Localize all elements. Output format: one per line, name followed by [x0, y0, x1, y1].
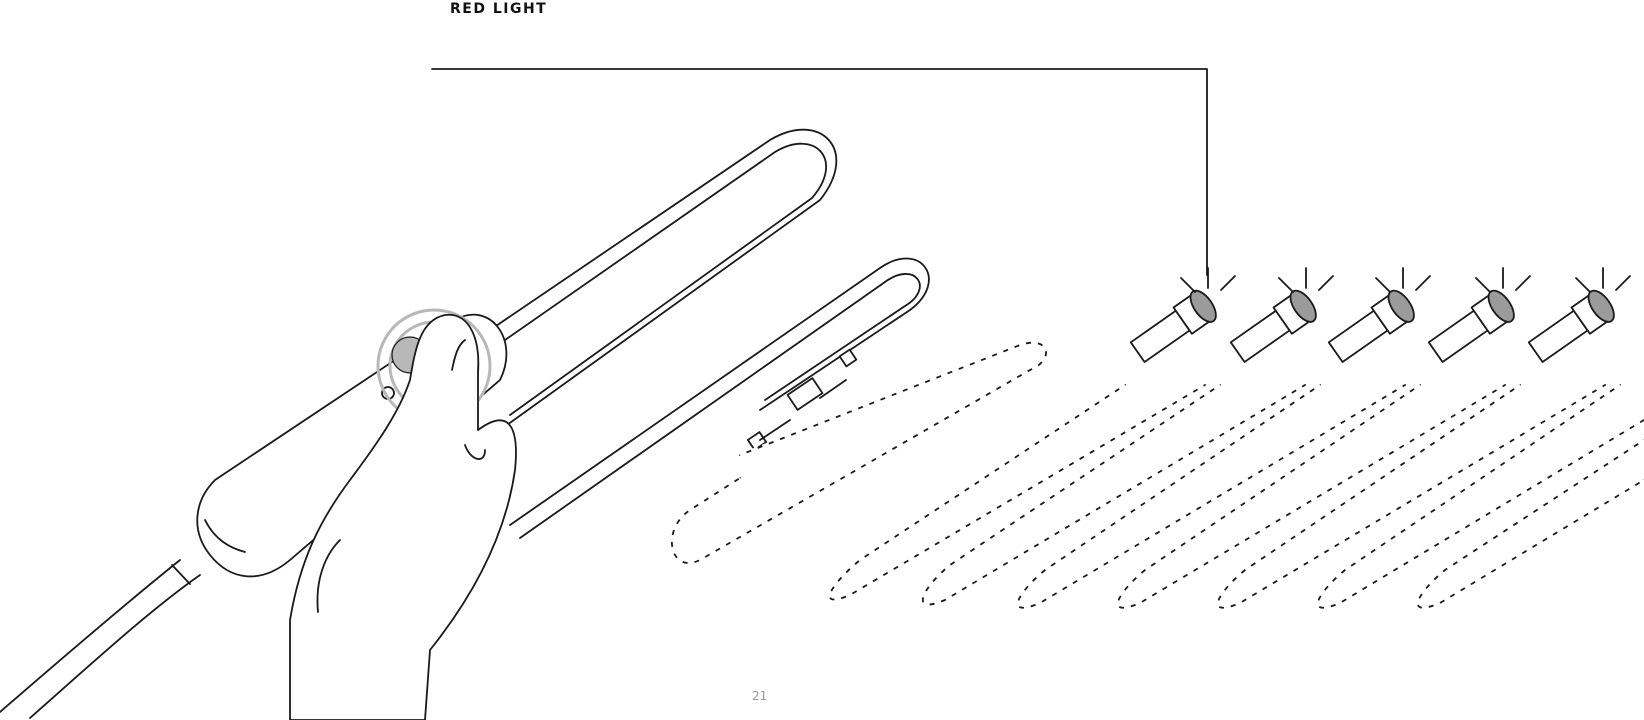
- section-title: RED LIGHT: [450, 1, 548, 17]
- led-head-3: [1327, 289, 1415, 363]
- power-cable: [0, 559, 201, 719]
- white-cable-loops: [489, 128, 930, 539]
- led-glow-rays-4: [1475, 267, 1531, 293]
- callout-leader-line: [431, 68, 1208, 276]
- led-glow-rays-2: [1278, 267, 1334, 293]
- cable-connector: [746, 348, 858, 451]
- led-head-5: [1527, 289, 1615, 363]
- hand-pressing-button: [289, 314, 517, 720]
- led-head-4: [1427, 289, 1515, 363]
- strip-segments: [828, 383, 1644, 610]
- braided-light-strip: [670, 341, 1644, 610]
- page-number: 21: [752, 689, 768, 703]
- led-glow-rays-1: [1180, 267, 1236, 293]
- led-head-2: [1229, 289, 1317, 363]
- led-head-1: [1129, 289, 1217, 363]
- led-heads: [1129, 267, 1631, 363]
- led-glow-rays-5: [1575, 267, 1631, 293]
- led-glow-rays-3: [1375, 267, 1431, 293]
